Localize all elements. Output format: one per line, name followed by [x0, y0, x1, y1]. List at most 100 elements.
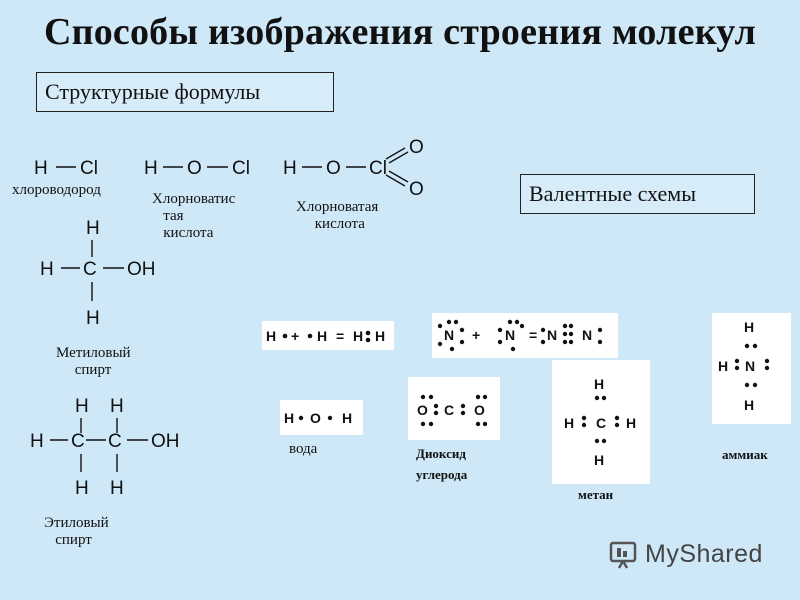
atom-h: H [75, 396, 89, 417]
atom-h: H [75, 478, 89, 499]
electron-dot [752, 343, 758, 349]
electron-dot [437, 323, 443, 329]
electron-dot [568, 339, 574, 345]
electron-dot [475, 394, 481, 400]
electron-dot [365, 337, 371, 343]
atom-o: O [310, 410, 321, 426]
electron-dot [420, 421, 426, 427]
electron-dot [482, 421, 488, 427]
panel-n2 [432, 313, 618, 358]
electron-dot [562, 339, 568, 345]
atom-n: N [745, 358, 755, 374]
electron-dot [734, 365, 740, 371]
atom-h: H [284, 410, 294, 426]
atom-c: C [71, 431, 85, 452]
electron-dot [581, 422, 587, 428]
electron-dot [581, 415, 587, 421]
electron-dot [428, 394, 434, 400]
caption-ammonia: аммиак [722, 447, 768, 462]
electron-dot [519, 323, 525, 329]
electron-dot [568, 323, 574, 329]
electron-dot [475, 421, 481, 427]
atom-o: O [474, 402, 485, 418]
atom-h: H [744, 319, 754, 335]
atom-cl: Cl [369, 158, 387, 179]
electron-dot [507, 319, 513, 325]
methane-scheme: H H C H H [564, 376, 636, 468]
atom-h: H [594, 452, 604, 468]
electron-dot [459, 327, 465, 333]
plus-sign: + [291, 328, 299, 344]
caption-hcl: хлороводород [12, 182, 101, 198]
caption-hclo: Хлорноватис тая кислота [152, 191, 236, 241]
atom-o: O [187, 158, 202, 179]
electron-dot [327, 415, 333, 421]
electron-dot [428, 421, 434, 427]
atom-h: H [353, 328, 363, 344]
atom-h: H [594, 376, 604, 392]
electron-dot [460, 410, 466, 416]
electron-dot [562, 323, 568, 329]
electron-dot [597, 327, 603, 333]
electron-dot [460, 403, 466, 409]
atom-h: H [564, 415, 574, 431]
electron-dot [453, 319, 459, 325]
panel-methane [552, 360, 650, 484]
atom-c: C [596, 415, 606, 431]
atom-c: C [83, 259, 97, 280]
page-title: Способы изображения строения молекул [43, 11, 757, 53]
double-bond [388, 170, 409, 183]
atom-n: N [547, 327, 557, 343]
double-bond [385, 147, 406, 160]
atom-h: H [375, 328, 385, 344]
electron-dot [459, 339, 465, 345]
watermark-text: MyShared [645, 539, 763, 568]
electron-dot [510, 346, 516, 352]
equals-sign: = [336, 328, 344, 344]
hcl-formula: H Cl [34, 158, 98, 179]
ammonia-scheme: H H N H [718, 319, 770, 413]
electron-dot [764, 358, 770, 364]
atom-h: H [40, 259, 54, 280]
water-scheme: H O H [284, 410, 352, 426]
atom-h: H [744, 397, 754, 413]
electron-dot [433, 403, 439, 409]
atom-h: H [317, 328, 327, 344]
electron-dot [601, 395, 607, 401]
electron-dot [497, 327, 503, 333]
atom-h: H [110, 478, 124, 499]
double-bond [388, 151, 409, 164]
electron-dot [597, 339, 603, 345]
double-bond [385, 174, 406, 187]
electron-dot [307, 333, 313, 339]
electron-dot [594, 395, 600, 401]
caption-ethanol: Этиловый спирт [44, 515, 109, 548]
atom-h: H [283, 158, 297, 179]
electron-dot [744, 343, 750, 349]
atom-h: H [144, 158, 158, 179]
electron-dot [482, 394, 488, 400]
electron-dot [562, 331, 568, 337]
methanol-formula: H H C OH H [40, 218, 156, 329]
atom-c: C [108, 431, 122, 452]
watermark: MyShared [609, 537, 763, 571]
electron-dot [365, 330, 371, 336]
electron-dot [514, 319, 520, 325]
atom-h: H [266, 328, 276, 344]
atom-o: O [326, 158, 341, 179]
co2-scheme: O C O [417, 394, 488, 427]
ethanol-formula: H H H C C OH H H [30, 396, 180, 499]
electron-dot [298, 415, 304, 421]
electron-dot [420, 394, 426, 400]
atom-n: N [444, 327, 454, 343]
equals-sign: = [529, 327, 537, 343]
electron-dot [764, 365, 770, 371]
atom-h: H [110, 396, 124, 417]
atom-n: N [505, 327, 515, 343]
electron-dot [540, 327, 546, 333]
electron-dot [282, 333, 288, 339]
atom-h: H [30, 431, 44, 452]
panel-water [280, 400, 363, 435]
